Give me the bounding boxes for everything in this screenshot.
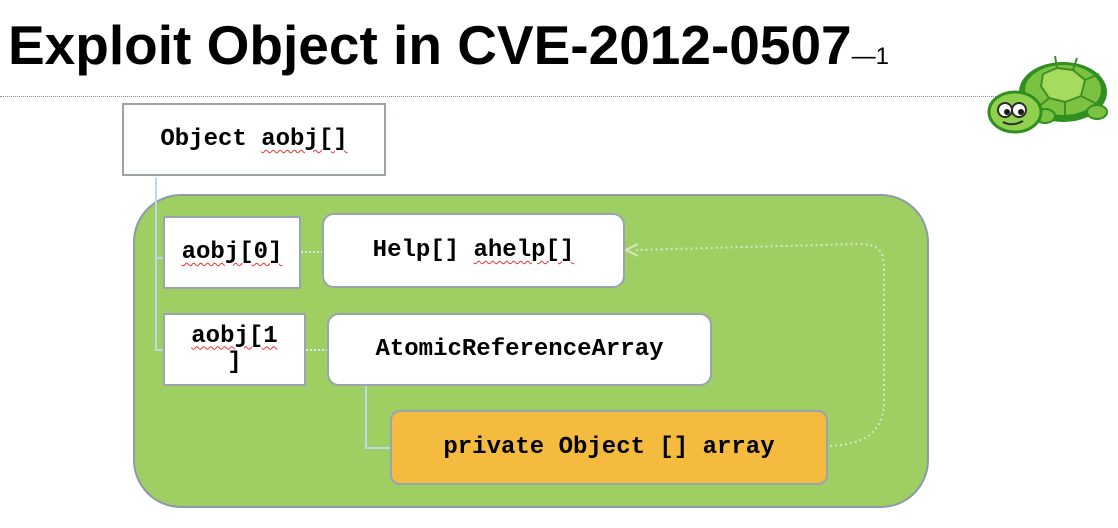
slot-0-box: aobj[0] xyxy=(163,216,301,289)
help-array-label: Help[] ahelp[] xyxy=(372,237,575,264)
slide-title: Exploit Object in CVE-2012-0507—1 xyxy=(8,10,889,92)
outer-array-label: Object aobj[] xyxy=(160,126,348,153)
slot-1-label-line1: aobj[1 xyxy=(191,322,278,350)
outer-array-box: Object aobj[] xyxy=(122,103,386,176)
title-divider xyxy=(0,96,1000,97)
private-array-label: private Object [] array xyxy=(443,434,775,461)
help-array-box: Help[] ahelp[] xyxy=(322,213,625,288)
turtle-mascot-icon xyxy=(987,55,1108,134)
slot-0-label: aobj[0] xyxy=(181,239,283,266)
slot-1-label-line2: ] xyxy=(227,348,242,376)
slot-1-box: aobj[1 ] xyxy=(163,313,306,386)
slide-title-suffix: —1 xyxy=(851,43,889,70)
atomic-reference-array-box: AtomicReferenceArray xyxy=(327,313,712,386)
private-array-box: private Object [] array xyxy=(390,410,828,485)
slide-title-text: Exploit Object in CVE-2012-0507 xyxy=(8,14,852,76)
atomic-reference-array-label: AtomicReferenceArray xyxy=(375,336,664,363)
